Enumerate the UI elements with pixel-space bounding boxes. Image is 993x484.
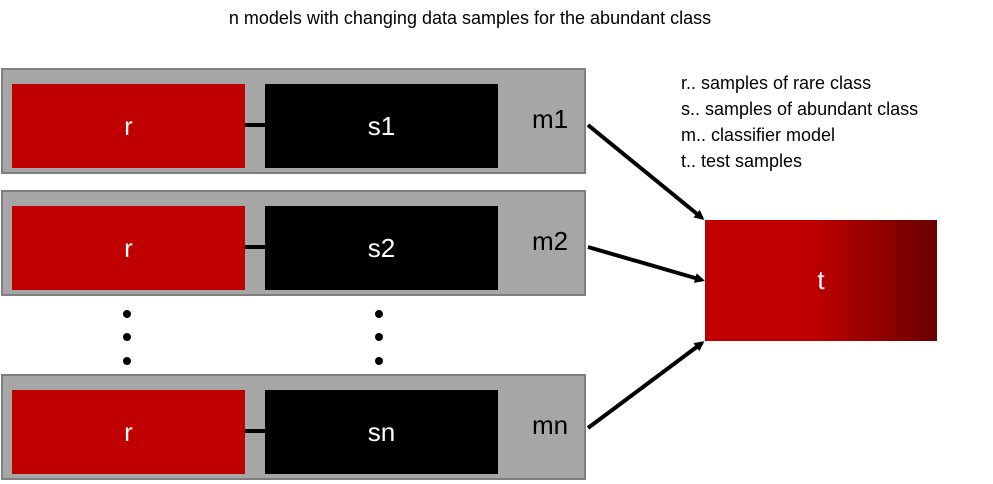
ellipsis-dot xyxy=(123,357,131,365)
model-label: m1 xyxy=(531,104,569,134)
model-label: mn xyxy=(531,410,569,440)
diagram-title: n models with changing data samples for … xyxy=(228,8,712,28)
legend-item-abundant: s.. samples of abundant class xyxy=(681,99,919,119)
ellipsis-dot xyxy=(375,310,383,318)
ellipsis-dot xyxy=(375,333,383,341)
arrow-m1-to-t xyxy=(586,123,705,220)
abundant-samples-box: s1 xyxy=(265,84,498,168)
rare-samples-box: r xyxy=(12,206,245,290)
model-row-2: r s2 m2 xyxy=(1,190,586,296)
model-label: m2 xyxy=(531,226,569,256)
legend-item-rare: r.. samples of rare class xyxy=(681,73,872,93)
rare-samples-box: r xyxy=(12,390,245,474)
arrow-mn-to-t xyxy=(586,341,705,430)
row-connector xyxy=(245,123,265,127)
abundant-samples-box: sn xyxy=(265,390,498,474)
row-connector xyxy=(245,245,265,249)
legend-item-test: t.. test samples xyxy=(681,151,803,171)
test-samples-box: t xyxy=(705,220,937,341)
ellipsis-dot xyxy=(123,333,131,341)
row-connector xyxy=(245,429,265,433)
model-row-1: r s1 m1 xyxy=(1,68,586,174)
model-row-n: r sn mn xyxy=(1,374,586,480)
legend: r.. samples of rare class s.. samples of… xyxy=(681,70,918,174)
arrow-m2-to-t xyxy=(587,245,705,283)
ellipsis-dot xyxy=(123,310,131,318)
abundant-samples-box: s2 xyxy=(265,206,498,290)
rare-samples-box: r xyxy=(12,84,245,168)
legend-item-model: m.. classifier model xyxy=(681,125,836,145)
ellipsis-dot xyxy=(375,357,383,365)
